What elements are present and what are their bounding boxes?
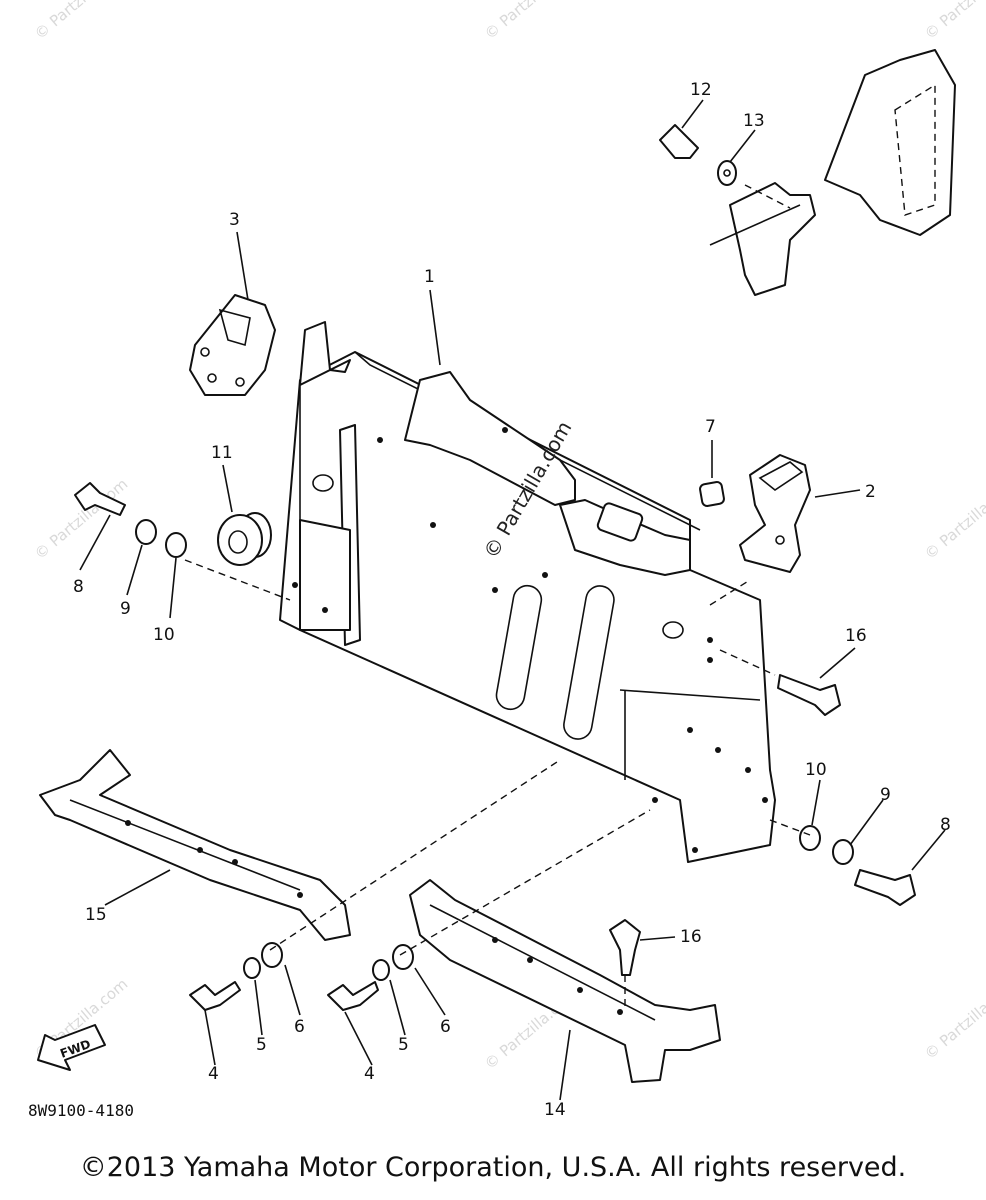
callout-6: 6 bbox=[440, 1017, 451, 1037]
bolt-16-right bbox=[777, 674, 841, 716]
watermark: © Partzilla.com bbox=[31, 475, 131, 563]
callout-9: 9 bbox=[880, 785, 891, 805]
watermark: © Partzilla.com bbox=[31, 0, 131, 43]
main-bracket bbox=[279, 321, 776, 863]
callout-5: 5 bbox=[398, 1035, 409, 1055]
callout-10: 10 bbox=[153, 625, 175, 645]
parts-diagram: © Partzilla.com © Partzilla.com © Partzi… bbox=[28, 0, 986, 1120]
copyright-notice: ©2013 Yamaha Motor Corporation, U.S.A. A… bbox=[79, 1152, 907, 1183]
callout-2: 2 bbox=[865, 482, 876, 502]
callout-4: 4 bbox=[208, 1064, 219, 1084]
bottom-hardware bbox=[189, 919, 641, 1011]
callout-6: 6 bbox=[294, 1017, 305, 1037]
callout-5: 5 bbox=[256, 1035, 267, 1055]
watermark: © Partzilla.com bbox=[921, 475, 986, 563]
callout-1: 1 bbox=[424, 267, 435, 287]
right-crossmember bbox=[409, 879, 721, 1083]
callout-8: 8 bbox=[73, 577, 84, 597]
callout-15: 15 bbox=[85, 905, 107, 925]
watermark: © Partzilla.com bbox=[921, 0, 986, 43]
watermark: © Partzilla.com bbox=[921, 975, 986, 1063]
callout-4: 4 bbox=[364, 1064, 375, 1084]
callout-10: 10 bbox=[805, 760, 827, 780]
callout-14: 14 bbox=[544, 1100, 566, 1120]
callout-8: 8 bbox=[940, 815, 951, 835]
assembly-lines bbox=[184, 184, 811, 1010]
callout-3: 3 bbox=[229, 210, 240, 230]
left-hardware bbox=[74, 482, 187, 558]
left-mount bbox=[189, 294, 276, 396]
callout-11: 11 bbox=[211, 443, 233, 463]
callout-9: 9 bbox=[120, 599, 131, 619]
right-hardware bbox=[799, 825, 916, 906]
callout-7: 7 bbox=[705, 417, 716, 437]
right-mount bbox=[739, 454, 811, 573]
left-crossmember bbox=[39, 749, 351, 941]
watermark: © Partzilla.com bbox=[481, 0, 581, 43]
drawing-code: 8W9100-4180 bbox=[28, 1101, 134, 1120]
callout-16: 16 bbox=[680, 927, 702, 947]
grommet bbox=[217, 512, 272, 566]
callout-13: 13 bbox=[743, 111, 765, 131]
nut bbox=[699, 481, 725, 507]
callout-labels: 1 2 3 4 5 6 4 5 6 7 8 9 10 11 12 13 14 1… bbox=[73, 80, 951, 1120]
callout-12: 12 bbox=[690, 80, 712, 100]
callout-16: 16 bbox=[845, 626, 867, 646]
leader-lines bbox=[79, 99, 946, 1101]
handle-assembly bbox=[659, 49, 956, 296]
